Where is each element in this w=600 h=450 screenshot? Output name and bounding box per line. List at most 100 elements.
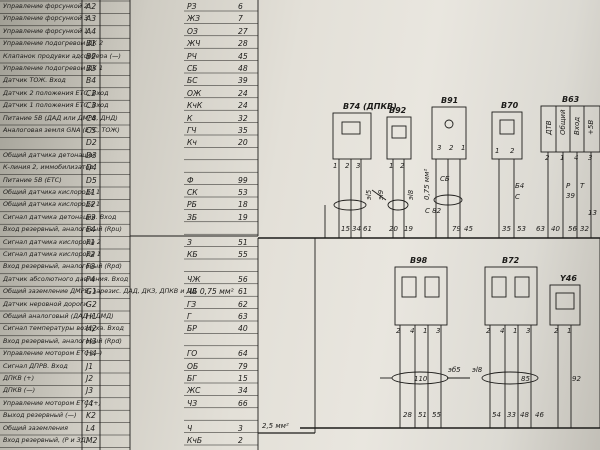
row-pin: D4 [86, 163, 97, 173]
row-code: ЖЗ [187, 14, 201, 24]
row-signal: К-линия 2, иммобилизатор [3, 163, 94, 172]
row-num: 64 [238, 349, 248, 359]
row-code: ЖС [187, 386, 201, 396]
terminal-85: 85 [521, 375, 530, 383]
row-num: 39 [238, 76, 248, 86]
row-pin: A3 [86, 14, 97, 24]
row-signal: ДПКВ (+) [3, 374, 35, 382]
row-signal: Датчик 2 положения ЕТС. Вход [3, 88, 109, 97]
y46-pin-1: 1 [567, 327, 572, 335]
row-pin: D3 [86, 150, 97, 160]
row-signal: Вход резервный, аналоговый (Rpd) [3, 262, 122, 271]
row-num: 61 [238, 287, 248, 297]
row-signal: Сигнал датчика кислорода 1 [3, 250, 101, 258]
y46-pin-2: 2 [554, 327, 559, 335]
row-pin: F1 [86, 237, 96, 247]
row-signal: Сигнал датчика детонации. Вход [3, 212, 117, 221]
row-code: КчБ [187, 436, 203, 445]
b72-pin-3: 3 [526, 327, 531, 335]
b72-pin-4: 4 [500, 327, 505, 335]
terminal-92: 92 [572, 375, 581, 383]
row-signal: Общий датчика кислорода 1 [3, 188, 101, 196]
b92-pin-2: 2 [400, 162, 405, 170]
b91-pin-3: 3 [437, 144, 442, 152]
row-signal: Датчик ТОЖ. Вход [3, 76, 66, 85]
terminal-55: 55 [432, 411, 441, 419]
terminal-28: 28 [403, 411, 412, 419]
b72-pin-1: 1 [513, 327, 518, 335]
terminal-51: 51 [418, 411, 427, 419]
row-num: 18 [238, 200, 248, 210]
wire-mark-c: С [515, 193, 520, 201]
row-signal: Датчик неровной дороги [3, 299, 88, 308]
row-num: 79 [238, 361, 248, 371]
wire-section-label: 0,75 мм² [423, 168, 431, 200]
block-y46-name: Y46 [560, 274, 577, 283]
row-code: РБ [187, 200, 197, 210]
row-pin: F2 [86, 250, 96, 259]
row-pin: H2 [86, 324, 97, 334]
row-code: БС [187, 76, 198, 86]
row-signal: Питание 5В (ЕТС) [3, 175, 62, 184]
terminal-19: 19 [404, 225, 413, 233]
row-signal: Общий заземления [3, 423, 68, 432]
row-pin: B2 [86, 51, 97, 61]
row-signal: Аналоговая земля GNA (ЕТС, ТОЖ) [3, 126, 120, 134]
row-pin: E1 [86, 188, 96, 197]
row-pin: J2 [86, 374, 94, 383]
terminal-32: 32 [580, 225, 589, 233]
row-pin: A2 [86, 2, 97, 11]
row-code: К [187, 113, 193, 123]
row-code: ЧЗ [187, 398, 198, 408]
wire-mark-el9: эl9 [377, 189, 385, 200]
b63-pin-4: 4 [574, 154, 579, 162]
b91-pin-1: 1 [461, 144, 466, 152]
row-code: РЗ [187, 2, 197, 11]
row-signal: Управление мотором ЕТС (—) [3, 349, 103, 358]
row-code: КБ [187, 250, 198, 259]
row-num: 7 [238, 14, 243, 24]
row-pin: H3 [86, 336, 97, 346]
row-signal: Управление форсункой 3 [3, 14, 89, 23]
row-code: ОБ [187, 361, 199, 371]
row-num: 66 [238, 398, 248, 408]
row-num: 62 [238, 299, 248, 309]
row-num: 34 [238, 386, 248, 396]
b91-pin-2: 2 [449, 144, 454, 152]
row-signal: Датчик абсолютного давления. Вход [3, 274, 129, 283]
row-code: СК [187, 188, 198, 197]
row-pin: H1 [86, 312, 97, 321]
row-signal: Управление мотором ЕТС (+) [3, 398, 102, 407]
terminal-48: 48 [520, 411, 529, 419]
wire-mark-c82: C 82 [425, 207, 442, 215]
row-signal: Общий датчика кислорода 1 [3, 200, 101, 209]
row-code: Ч [187, 423, 193, 433]
row-code: ЧЖ [187, 274, 201, 284]
row-pin: J4 [86, 398, 94, 408]
row-pin: F3 [86, 262, 96, 272]
block-b72-name: B72 [502, 256, 520, 265]
row-code: КчК [187, 101, 203, 111]
row-signal: Общий заземление ДМРВ, зарезис. ДАД, ДКЗ… [3, 287, 197, 296]
b98-pin-1: 1 [423, 327, 428, 335]
terminal-34: 34 [352, 225, 361, 233]
terminal-46: 46 [535, 411, 544, 419]
block-b74-name: B74 (ДПКВ) [343, 102, 397, 111]
row-pin: D5 [86, 175, 97, 185]
row-code: ОЗ [187, 26, 198, 36]
row-pin: D2 [86, 138, 97, 148]
row-code: Кч [187, 138, 197, 148]
row-pin: E2 [86, 200, 96, 210]
terminal-61: 61 [363, 225, 372, 233]
terminal-13: 13 [588, 209, 597, 217]
row-code: БГ [187, 374, 197, 383]
row-num: 32 [238, 113, 248, 123]
row-signal: Клапанок продувки адсорбера (—) [3, 51, 121, 60]
row-pin: K2 [86, 411, 96, 421]
row-num: 20 [238, 138, 248, 148]
b63-pin-2: 2 [545, 154, 550, 162]
b92-pin-1: 1 [389, 162, 394, 170]
terminal-45: 45 [464, 225, 473, 233]
